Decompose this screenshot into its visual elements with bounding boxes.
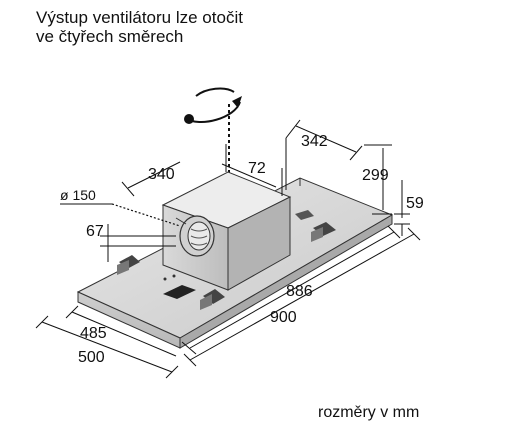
diagram-caption: Výstup ventilátoru lze otočit ve čtyřech… (36, 8, 243, 46)
mounting-bracket-back-icon (295, 210, 314, 220)
label-299: 299 (362, 167, 389, 184)
caption-line-1: Výstup ventilátoru lze otočit (36, 8, 243, 27)
label-340: 340 (148, 166, 175, 183)
label-485: 485 (80, 325, 107, 342)
label-500: 500 (78, 349, 105, 366)
label-59: 59 (406, 195, 424, 212)
dim-line-d150 (60, 203, 181, 227)
fan-outlet-icon (175, 215, 215, 257)
dim-line-340 (121, 161, 181, 197)
mounting-bracket-left-icon (117, 255, 140, 275)
dim-line-485 (65, 305, 177, 357)
control-panel (163, 285, 196, 299)
label-72: 72 (248, 160, 266, 177)
mounting-bracket-right-icon (311, 222, 336, 242)
light-dot (163, 277, 167, 281)
label-342: 342 (301, 133, 328, 150)
dim-line-67 (100, 224, 176, 262)
label-67: 67 (86, 223, 104, 240)
light-dot (172, 274, 176, 278)
dim-line-900 (183, 227, 421, 367)
dim-line-500 (35, 315, 179, 379)
dim-line-342 (285, 119, 363, 190)
dim-line-886 (181, 225, 401, 355)
mounting-bracket-front-icon (200, 289, 225, 310)
label-886: 886 (286, 283, 313, 300)
dim-line-59 (394, 180, 410, 236)
units-note: rozměry v mm (318, 404, 420, 421)
rotation-arrow-icon (184, 87, 242, 124)
label-diameter-150: ø 150 (60, 187, 96, 203)
caption-line-2: ve čtyřech směrech (36, 27, 184, 46)
dim-line-72 (221, 144, 283, 196)
label-900: 900 (270, 309, 297, 326)
dim-line-299 (364, 144, 392, 215)
